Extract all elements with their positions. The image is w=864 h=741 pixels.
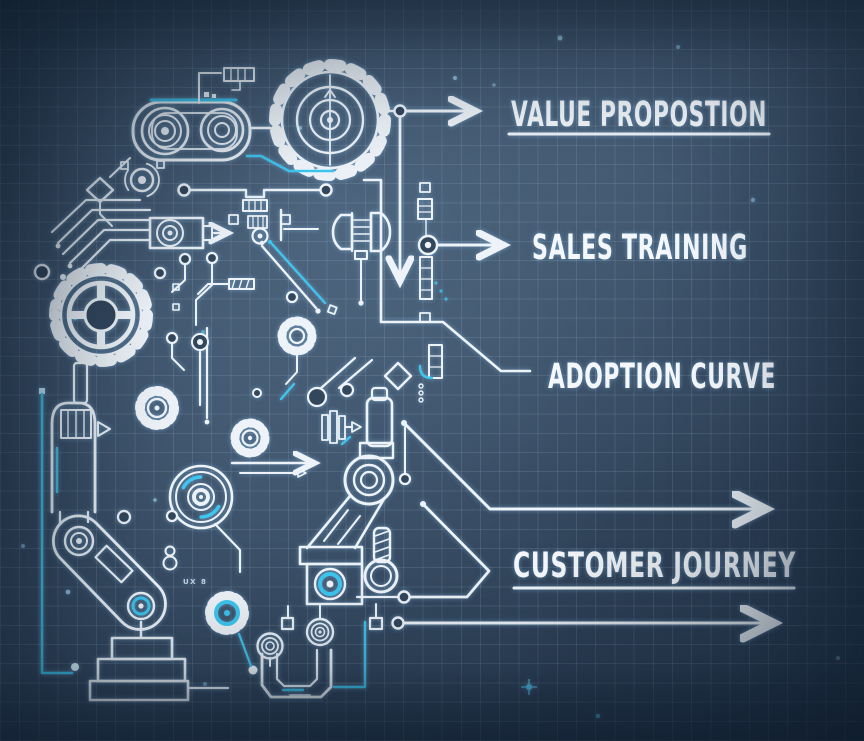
trace [285,351,298,385]
turbine-coupler-icon [331,211,392,306]
label-sales-training: SALES TRAINING [532,228,748,268]
trace [109,157,131,178]
central-trace [177,183,333,245]
circuit-node [116,509,132,525]
top-chip [198,67,255,104]
gear-icon-small-1 [135,386,179,430]
cyan-rail-left [39,388,79,675]
label-adoption-curve: ADOPTION CURVE [548,357,776,397]
machine-tiny-label: UX 8 [183,578,207,586]
fan-traces [50,198,152,274]
circuit-node [33,263,51,281]
tank-icon [50,361,111,526]
gear-icon-small-3 [277,316,317,356]
dial-knob-icon [120,160,165,198]
robot-arm-right-icon [298,386,399,606]
plunger-icon [321,410,362,446]
shoulder-traces [252,356,374,408]
gear-icon-cyan [205,591,249,635]
gear-icon-small-2 [230,418,270,458]
circuit-mesh [153,251,255,371]
circuit-node [165,509,179,523]
chip-column [417,182,439,323]
gauges-and-bracket [237,603,384,699]
circuit-dot [60,274,66,280]
value-callout-lines [387,106,472,279]
cyan-dot-trail [434,281,448,301]
coil-node [162,545,178,571]
flywheel-icon [168,463,312,574]
diamond-component [85,176,115,204]
gear-icon-large-top [269,59,391,181]
chip-strip-2 [418,344,443,403]
gear-icon-large-left [49,263,153,367]
diagonal-traces [259,240,338,316]
diamond-component-2 [383,361,413,391]
double-rail [191,326,210,425]
binoculars-icon [131,100,272,162]
glow-sparkles [21,35,840,719]
label-value-proposition: VALUE PROPOSTION [511,95,767,135]
small-motor-icon [148,216,226,250]
cyan-accent-line [245,154,335,173]
customer-callout-lines [355,420,770,629]
label-customer-journey: CUSTOMER JOURNEY [513,546,796,586]
trace [99,201,113,227]
pedestal-base [88,636,230,702]
circuit-node [285,290,299,304]
adoption-callout-line [362,178,532,373]
robot-arm-left-icon [52,514,167,640]
callout-labels: VALUE PROPOSTION SALES TRAINING ADOPTION… [507,95,796,590]
